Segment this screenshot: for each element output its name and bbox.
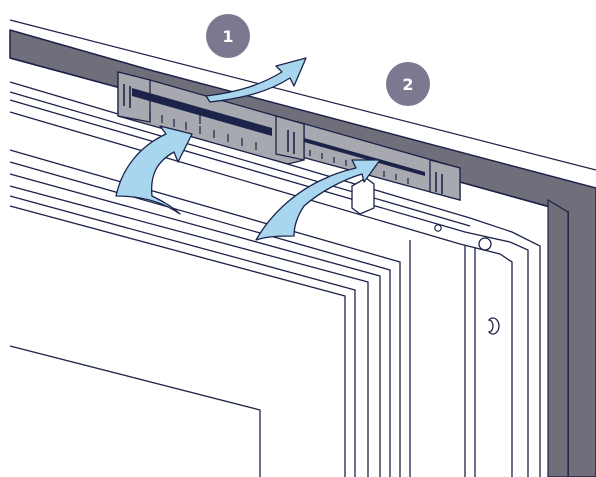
screw-hole — [434, 224, 442, 232]
vent-1-end-slots — [123, 84, 295, 154]
step-2-badge: 2 — [386, 62, 430, 106]
airflow-arrow-in-left — [115, 125, 193, 215]
step-1-label: 1 — [222, 27, 233, 46]
vent-2-grille — [309, 150, 409, 184]
vent-1-grille — [149, 112, 257, 150]
frame-top-line — [9, 19, 596, 171]
airflow-arrow-out — [205, 57, 307, 103]
airflow-arrow-in-right — [255, 159, 381, 241]
frame-right-face — [547, 198, 569, 477]
vent-unit-1 — [117, 71, 305, 165]
step-2-label: 2 — [402, 75, 413, 94]
step-1-badge: 1 — [206, 14, 250, 58]
window-handle-icon — [487, 317, 500, 335]
vent-2-end-slots — [435, 172, 443, 194]
vent-latch — [351, 177, 375, 215]
outer-frame — [9, 29, 596, 477]
hinge-knob — [478, 237, 492, 251]
glass-pane-edge — [9, 345, 261, 477]
